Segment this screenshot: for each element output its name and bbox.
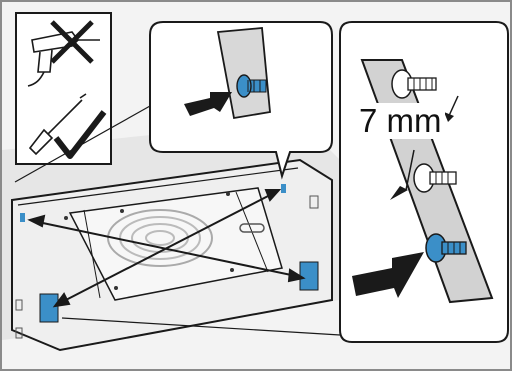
screw-dot [226,192,230,196]
clip-marker-top-right [281,184,286,193]
clip-bracket-bottom-right [300,262,318,290]
tools-box [16,13,111,164]
screw-dot [230,268,234,272]
clip-bracket-bottom-left [40,294,58,322]
clip-marker-top-left [20,213,25,222]
screw-dot [120,209,124,213]
screw-dot [64,216,68,220]
screw-dot [114,286,118,290]
measurement-label: 7 mm [356,103,445,139]
